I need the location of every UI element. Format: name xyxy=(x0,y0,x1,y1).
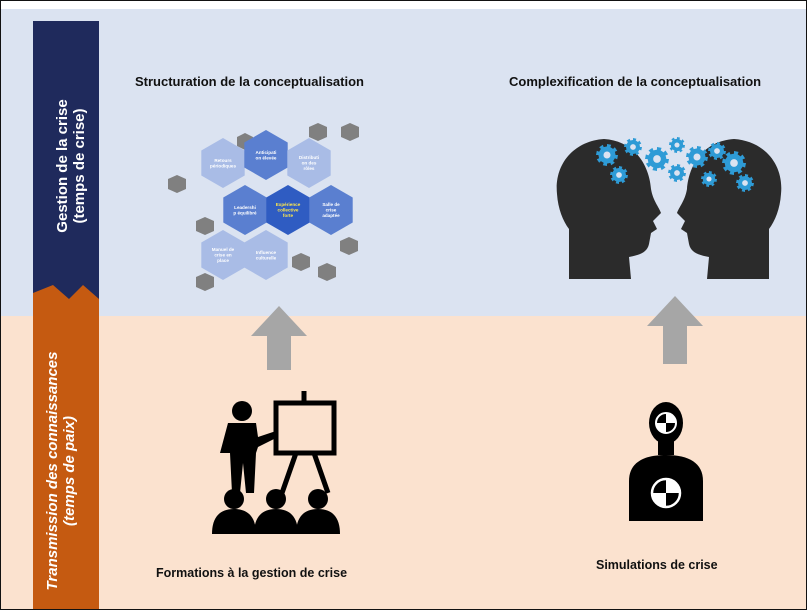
small-hexagon xyxy=(292,253,310,271)
small-hexagon xyxy=(318,263,336,281)
gear-icon xyxy=(668,164,686,182)
gear-icon xyxy=(610,166,628,184)
gear-icon xyxy=(624,138,642,156)
right-head xyxy=(677,139,782,279)
small-hexagon xyxy=(196,273,214,291)
training-presentation-icon xyxy=(212,391,340,534)
gear-icon xyxy=(708,142,726,160)
crash-test-dummy-icon xyxy=(629,402,703,521)
gear-icon xyxy=(645,147,669,171)
small-hexagon xyxy=(341,123,359,141)
audience xyxy=(212,489,340,534)
gear-icon xyxy=(701,171,717,187)
up-arrow-left xyxy=(251,306,307,370)
crisis-management-label: Gestion de la crise (temps de crise) xyxy=(53,99,88,233)
heads-gears-illustration xyxy=(556,137,782,279)
flip-chart-board xyxy=(273,400,337,456)
peace-time-ribbon xyxy=(33,285,99,609)
hexagon-cluster xyxy=(168,123,359,291)
small-hexagon xyxy=(196,217,214,235)
presenter-head xyxy=(232,401,252,421)
crisis-time-band xyxy=(1,9,806,316)
sidebar: Gestion de la crise (temps de crise) Tra… xyxy=(1,1,111,609)
small-hexagon xyxy=(168,175,186,193)
gear-icon xyxy=(669,137,685,153)
crisis-time-ribbon xyxy=(33,21,99,346)
knowledge-transmission-label: Transmission des connaissances (temps de… xyxy=(43,351,78,591)
gear-icon xyxy=(722,151,746,175)
up-arrow-right xyxy=(647,296,703,364)
left-head xyxy=(556,139,661,279)
gear-icon xyxy=(686,146,708,168)
gear-icon xyxy=(736,174,754,192)
structuration-title: Structuration de la conceptualisation xyxy=(135,74,364,89)
complexification-title: Complexification de la conceptualisation xyxy=(509,74,762,89)
small-hexagon xyxy=(309,123,327,141)
gear-icon xyxy=(596,144,618,166)
small-hexagon xyxy=(340,237,358,255)
presenter-body xyxy=(220,423,278,493)
simulation-caption: Simulations de crise xyxy=(596,558,718,572)
training-caption: Formations à la gestion de crise xyxy=(156,566,348,580)
